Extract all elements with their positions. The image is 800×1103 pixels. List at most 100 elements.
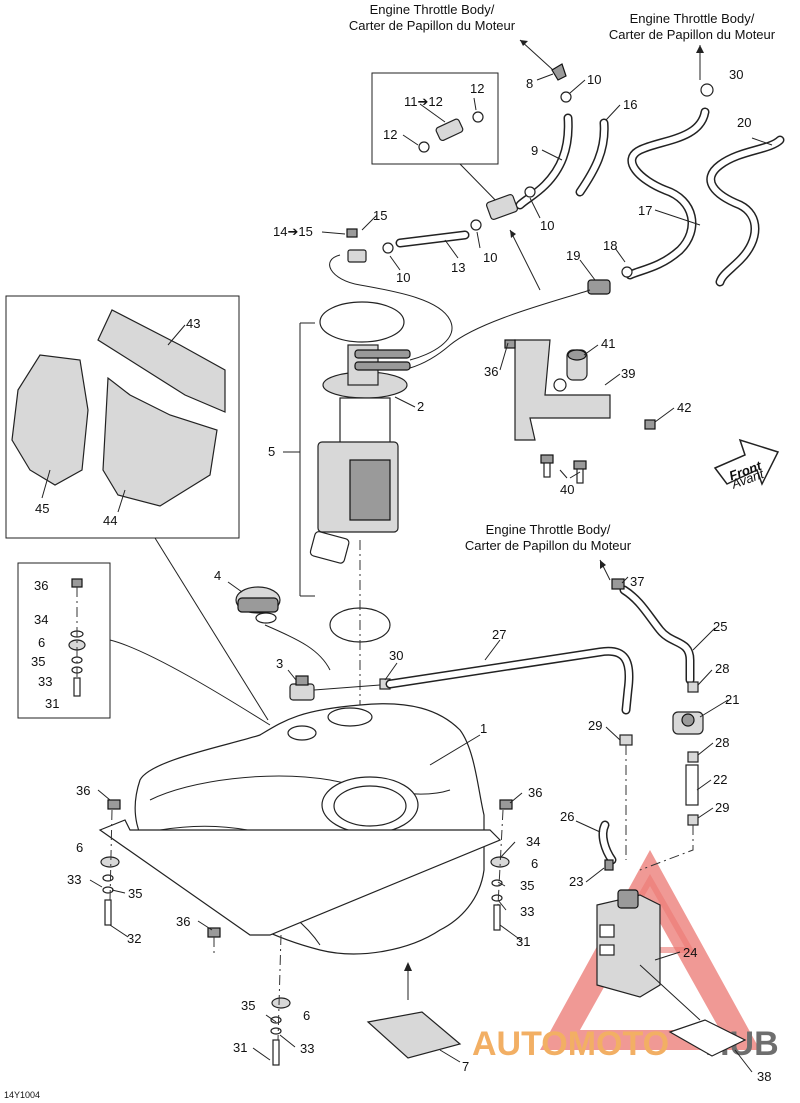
callout-31-bottom: 31 [233, 1040, 247, 1055]
callout-32: 32 [127, 931, 141, 946]
fuel-filter-part [418, 111, 484, 153]
callout-12-b: 12 [383, 127, 397, 142]
fastener-inset-box [17, 562, 111, 719]
callout-31-right: 31 [516, 934, 530, 949]
callout-26: 26 [560, 809, 574, 824]
callout-42: 42 [677, 400, 691, 415]
clamp-28-bottom [687, 751, 699, 763]
callout-13: 13 [451, 260, 465, 275]
bracket-39 [514, 339, 611, 441]
callout-7: 7 [462, 1059, 469, 1074]
clamp-28-top [687, 681, 699, 693]
fuel-filter-mounted [486, 193, 518, 221]
callout-3: 3 [276, 656, 283, 671]
hose-27 [385, 646, 634, 715]
callout-25: 25 [713, 619, 727, 634]
callout-6-bottom: 6 [303, 1008, 310, 1023]
callout-21: 21 [725, 692, 739, 707]
valve-41 [566, 349, 588, 381]
clamp-29-right [687, 814, 699, 826]
callout-40: 40 [560, 482, 574, 497]
fuel-neck-3 [289, 675, 315, 701]
lock-ring-2 [319, 301, 405, 343]
callout-31-inset: 31 [45, 696, 59, 711]
watermark-text-orange: AUTOMOTO [472, 1025, 669, 1063]
callout-1: 1 [480, 721, 487, 736]
fuel-cap-4 [235, 586, 281, 624]
pad-38 [668, 1019, 747, 1057]
heat-shield-44 [102, 376, 218, 507]
connector-19 [587, 279, 611, 295]
heat-shield-inset-box [5, 295, 240, 539]
throttle-label-mid-line2: Carter de Papillon du Moteur [465, 538, 632, 553]
fastener-stack-bottom [270, 997, 291, 1066]
callout-2: 2 [417, 399, 424, 414]
callout-15: 15 [373, 208, 387, 223]
callout-10-a: 10 [587, 72, 601, 87]
callout-28-b: 28 [715, 735, 729, 750]
nut-36-bracket [504, 339, 516, 349]
callout-37: 37 [630, 574, 644, 589]
throttle-label-mid-line1: Engine Throttle Body/ [486, 522, 611, 537]
pad-7 [366, 1011, 462, 1059]
valve-21 [672, 711, 704, 735]
screw-42 [644, 419, 656, 430]
heat-shield-43 [97, 309, 226, 413]
callout-44: 44 [103, 513, 117, 528]
callout-35-inset: 35 [31, 654, 45, 669]
callout-33-bottom: 33 [300, 1041, 314, 1056]
hose-9 [515, 113, 573, 210]
callout-35-right: 35 [520, 878, 534, 893]
callout-35-bottom: 35 [241, 998, 255, 1013]
callout-10-c: 10 [483, 250, 497, 265]
callout-22: 22 [713, 772, 727, 787]
callout-45: 45 [35, 501, 49, 516]
callout-35-left: 35 [128, 886, 142, 901]
callout-34-inset: 34 [34, 612, 48, 627]
callout-36-bracket: 36 [484, 364, 498, 379]
callout-30-a: 30 [729, 67, 743, 82]
callout-14: 14➔15 [273, 224, 313, 239]
hose-26 [598, 820, 617, 865]
callout-28-a: 28 [715, 661, 729, 676]
callout-12-a: 12 [470, 81, 484, 96]
callout-5: 5 [268, 444, 275, 459]
fuel-pump-module-2 [309, 344, 411, 564]
fitting-8 [551, 63, 567, 81]
heat-shield-45 [11, 354, 89, 486]
throttle-label-top-right-line2: Carter de Papillon du Moteur [609, 27, 776, 42]
clamps-10 [382, 83, 714, 278]
bolts-40 [540, 454, 587, 484]
hose-20 [706, 135, 785, 287]
clamp-37 [611, 578, 625, 590]
callout-20: 20 [737, 115, 751, 130]
connector-15 [346, 228, 367, 263]
callout-6-inset: 6 [38, 635, 45, 650]
fuel-tank-1 [98, 703, 502, 955]
callout-6-right: 6 [531, 856, 538, 871]
hose-22 [685, 764, 699, 806]
callout-33-right: 33 [520, 904, 534, 919]
callout-8: 8 [526, 76, 533, 91]
callout-labels: 1 2 3 4 5 6 6 6 6 7 8 9 10 10 10 10 11➔1… [31, 67, 771, 1084]
callout-38: 38 [757, 1069, 771, 1084]
callout-10-d: 10 [396, 270, 410, 285]
nut-36-bottom [207, 927, 221, 938]
fastener-stack-right [490, 799, 513, 931]
throttle-label-top-left-line1: Engine Throttle Body/ [370, 2, 495, 17]
callout-18: 18 [603, 238, 617, 253]
throttle-label-top-left-line2: Carter de Papillon du Moteur [349, 18, 516, 33]
callout-19: 19 [566, 248, 580, 263]
callout-34-right: 34 [526, 834, 540, 849]
callout-30-b: 30 [389, 648, 403, 663]
hose-16 [575, 118, 609, 197]
callout-23: 23 [569, 874, 583, 889]
hose-17 [625, 107, 710, 280]
callout-33-left: 33 [67, 872, 81, 887]
callout-27: 27 [492, 627, 506, 642]
callout-17: 17 [638, 203, 652, 218]
fastener-stack-left [100, 799, 121, 926]
callout-36-bottom: 36 [176, 914, 190, 929]
callout-16: 16 [623, 97, 637, 112]
